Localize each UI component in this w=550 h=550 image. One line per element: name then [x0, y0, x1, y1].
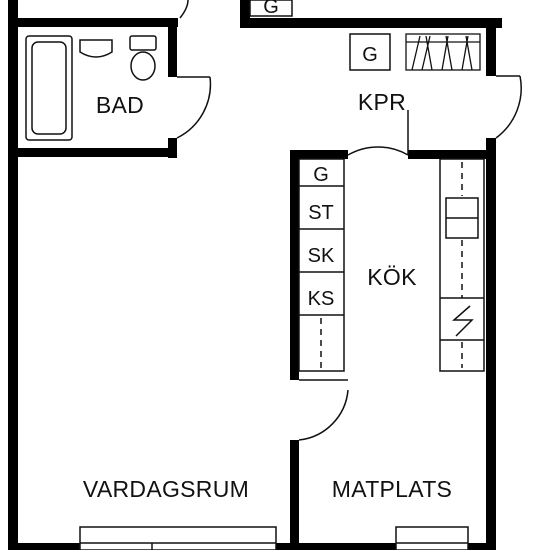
- kitchen-g-label: G: [313, 164, 329, 186]
- room-label-vardagsrum: VARDAGSRUM: [83, 476, 249, 502]
- room-label-kpr: KPR: [358, 89, 406, 115]
- wall-kitchen-top-right: [408, 150, 496, 159]
- kitchen-st-label: ST: [308, 202, 334, 224]
- top-g-box: G: [249, 0, 293, 18]
- wall-bottom-right: [468, 543, 496, 550]
- windows: [79, 526, 469, 550]
- toilet-bowl-icon: [130, 51, 156, 81]
- wall-kitchen-top-left: [290, 150, 348, 159]
- door-hall-swing: [347, 146, 409, 156]
- wardrobe-rack: [405, 33, 481, 71]
- kitchen-ks-label: KS: [308, 288, 335, 310]
- kpr-g-label: G: [362, 44, 378, 66]
- wall-kitchen-left-lower: [290, 440, 299, 550]
- window-living: [79, 526, 277, 550]
- walls: [8, 0, 502, 550]
- wall-bath-bottom: [18, 148, 177, 157]
- door-bath-swing: [176, 76, 212, 139]
- bathtub-inner: [31, 41, 67, 135]
- doors: [176, 0, 522, 441]
- dishwasher-icon: [452, 305, 474, 337]
- door-kpr-swing: [495, 75, 522, 139]
- sink-icon: [79, 39, 113, 58]
- kitchen-sk-label: SK: [308, 245, 335, 267]
- kitchen-counter-right: [439, 158, 485, 372]
- wall-outer-left: [8, 0, 18, 550]
- wall-bottom-left: [18, 543, 80, 550]
- wall-top-right: [240, 18, 502, 28]
- wall-bottom-mid: [276, 543, 396, 550]
- wall-right-lower: [486, 138, 496, 550]
- wall-bath-right-upper: [168, 27, 177, 77]
- room-label-matplats: MATPLATS: [332, 476, 452, 502]
- door-top: [179, 0, 189, 19]
- bathtub: [25, 35, 73, 141]
- window-dining: [395, 526, 469, 550]
- wall-stub-top: [240, 0, 250, 27]
- kitchen-appliances: [298, 158, 345, 372]
- room-label-bad: BAD: [96, 92, 144, 118]
- door-kitchen-swing: [298, 389, 349, 441]
- kpr-g-box: G: [349, 33, 391, 71]
- wall-kitchen-left-upper: [290, 150, 299, 380]
- toilet-tank-icon: [129, 35, 157, 51]
- wall-right-upper: [486, 18, 496, 76]
- top-g-label: G: [263, 0, 279, 18]
- room-label-kok: KÖK: [367, 264, 417, 290]
- bathroom-fixtures: [25, 35, 157, 141]
- kitchen-column: [298, 158, 345, 372]
- wall-bath-top: [18, 18, 178, 27]
